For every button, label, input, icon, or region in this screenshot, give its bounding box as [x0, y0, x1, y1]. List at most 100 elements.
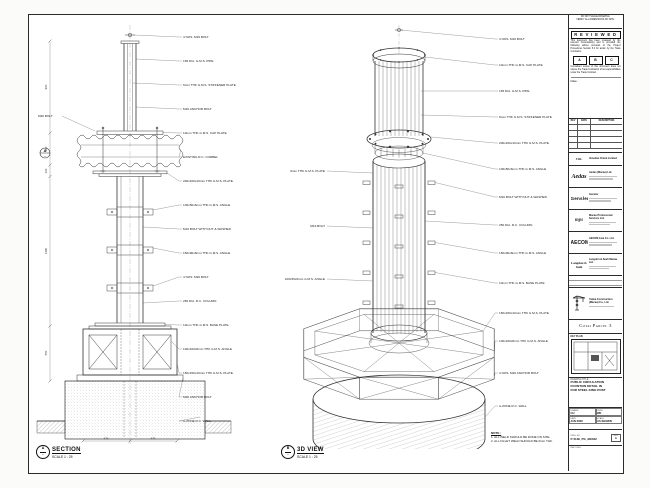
crane-logo-icon	[571, 294, 588, 313]
callout-label: 165 DIA. G.M.S. PIPE	[499, 89, 529, 93]
callout-label: 4 NOS. M20 ANCHOR BOLT	[499, 371, 539, 375]
section-view-drawing: 4 NOS. M16 BOLT 165 DIA. G.M.S. PIPE 6mm…	[36, 25, 236, 445]
key-plan-block: KEY PLAN	[569, 334, 622, 378]
callout-label: M20 BOLT	[38, 114, 53, 118]
field-value: WK	[597, 411, 602, 415]
callout-label: A-ZONE R.C. WALL	[499, 404, 527, 408]
marker-ref: -	[42, 452, 44, 456]
callout-label: M16 BOLT WITH NUT & WASHER	[499, 195, 548, 199]
rev-cell	[591, 131, 622, 137]
callout-label: 100x50x6mm THK G.M.S. ANGLE	[499, 167, 546, 171]
spare-rows	[569, 276, 622, 288]
callout-label: 6mm THK G.M.S. STIFFENER PLATE	[183, 83, 236, 87]
3d-view-marker: B - 3D VIEW SCALE 1 : 25	[281, 445, 324, 459]
address-text-placeholder	[589, 198, 617, 200]
review-option-a[interactable]: A	[572, 55, 587, 65]
callout-label: 100x100x8mm THK G.M.S. ANGLE	[183, 347, 232, 351]
contractor-block: Yadea Construction (Macau) Co., Ltd.	[569, 288, 622, 320]
consultant-name: Langdon & Seah Macau Ltd.	[589, 257, 618, 264]
consultant-row-venetian: VOL Venetian Orient Limited	[569, 153, 622, 166]
rev-cell	[578, 143, 591, 149]
drawing-title-line: PUBLIC CIRCULATION	[570, 380, 604, 384]
address-text-placeholder	[589, 178, 613, 180]
section-annotations: 4 NOS. M16 BOLT 165 DIA. G.M.S. PIPE 6mm…	[38, 35, 236, 441]
address-text-placeholder	[589, 223, 610, 226]
rev-cell	[578, 131, 591, 137]
mps-logo: mps	[574, 218, 584, 223]
dimension: 470	[151, 437, 156, 441]
address-text-placeholder	[589, 200, 612, 202]
key-plan-drawing	[570, 339, 621, 374]
rev-cell	[578, 125, 591, 131]
rev-label: REV	[613, 435, 618, 437]
consultant-row-aedas: Aedas Aedas (Macau) Ltd.	[569, 166, 622, 188]
key-plan-label: KEY PLAN	[570, 335, 583, 338]
ref-dwg-block: REF. DWG.	[569, 446, 622, 471]
callout-label: 10mm THK G.M.S. CAP PLATE	[499, 63, 543, 67]
field-value: JAN 2008	[570, 419, 583, 423]
rev-cell	[591, 137, 622, 143]
sheet-note-line: VERIFY ALL DIMENSIONS ON SITE.	[576, 18, 615, 21]
address-text-placeholder	[589, 265, 617, 267]
address-text-placeholder	[589, 305, 615, 308]
view-title: 3D VIEW	[297, 447, 324, 455]
field-label: SCALE	[597, 417, 604, 420]
rev-cell	[569, 131, 578, 137]
rev-cell	[591, 125, 622, 131]
address-text-placeholder	[589, 244, 612, 246]
callout-label: 200x100x10mm THK G.M.S. PLATE	[183, 179, 233, 183]
field-label: CHKD	[597, 409, 603, 412]
aecom-logo: AECOM	[570, 239, 588, 246]
sheet-note-line: DO NOT SCALE DRAWING.	[580, 16, 611, 18]
address-text-placeholder	[589, 242, 618, 244]
callout-label: M16 BOLT WITH NUT & WASHER	[183, 227, 232, 231]
3d-leaders	[326, 29, 498, 418]
callout-label: M20 ANCHOR BOLT	[183, 395, 212, 399]
section-bubble-ref: -	[44, 155, 46, 159]
3d-annotations: 4 NOS. M16 BOLT 10mm THK G.M.S. CAP PLAT…	[285, 37, 552, 408]
rev-cell	[591, 143, 622, 149]
contractor-name-line: Yadea Construction	[589, 298, 613, 302]
rev-value: A	[614, 437, 617, 440]
dimension: 1480	[44, 247, 48, 254]
consultant-row-langdon-seah: Langdon & Seah Langdon & Seah Macau Ltd.	[569, 254, 622, 276]
callout-label: 100x100x8mm THK G.M.S. ANGLE	[499, 339, 548, 343]
rev-cell	[569, 143, 578, 149]
drawing-sheet: 4 NOS. M16 BOLT 165 DIA. G.M.S. PIPE 6mm…	[28, 14, 624, 474]
marker-letter: A	[39, 447, 47, 453]
consultant-row-mps: mps Macau Professional Services Ltd.	[569, 210, 622, 232]
review-option-c[interactable]: C	[604, 55, 619, 65]
consultant-name: Aedas (Macau) Ltd.	[589, 171, 612, 175]
drawing-title-block: DRAWING TITLE : PUBLIC CIRCULATION FOUNT…	[569, 378, 622, 408]
note-line: 2. ALL FILLET WELD SHOULD BE 6mm THK.	[491, 439, 553, 444]
project-name: Cotai Parcel 3	[579, 323, 612, 328]
rev-col-header: DATE	[578, 119, 591, 125]
callout-label: 6mm THK G.M.S. PLATE	[290, 169, 325, 173]
field-value: AS SHOWN	[597, 419, 612, 423]
section-bubble-letter: A	[44, 149, 47, 153]
callout-label: 10mm THK G.M.S. BASE PLATE	[499, 281, 545, 285]
general-notes: NOTE : 1. ALL WELD SHOULD BE DONE ON SIT…	[491, 431, 563, 444]
callout-label: 4 NOS. M16 BOLT	[499, 37, 525, 41]
callout-label: 250 DIA. R.C. COLUMN	[183, 299, 216, 303]
3d-geometry	[303, 25, 495, 449]
reviewed-date-label: Date :	[570, 76, 621, 83]
venetian-logo: VOL	[575, 157, 583, 161]
note-heading: NOTE :	[491, 431, 502, 435]
callout-label: 6mm THK G.M.S. STIFFENER PLATE	[499, 115, 552, 119]
marker-ref: -	[287, 452, 289, 456]
drawing-area: 4 NOS. M16 BOLT 165 DIA. G.M.S. PIPE 6mm…	[29, 15, 569, 471]
contractor-name-line: (Macau) Co., Ltd.	[589, 300, 610, 304]
callout-label: M16 ANCHOR BOLT	[183, 107, 212, 111]
rev-col-header: REV	[569, 119, 578, 125]
drawing-title-label: DRAWING TITLE :	[570, 379, 590, 381]
callout-label: 4 NOS. M16 BOLT	[183, 35, 209, 39]
marker-letter: B	[284, 447, 292, 453]
callout-label: 150x150x10mm THK G.M.S. PLATE	[499, 311, 549, 315]
langdon-seah-logo: Langdon & Seah	[571, 260, 587, 269]
aedas-logo: Aedas	[571, 173, 587, 180]
consultant-row-gensler: Gensler Gensler	[569, 188, 622, 210]
revision-table: REV DATE DESCRIPTION	[569, 119, 622, 153]
review-option-b[interactable]: B	[588, 55, 603, 65]
